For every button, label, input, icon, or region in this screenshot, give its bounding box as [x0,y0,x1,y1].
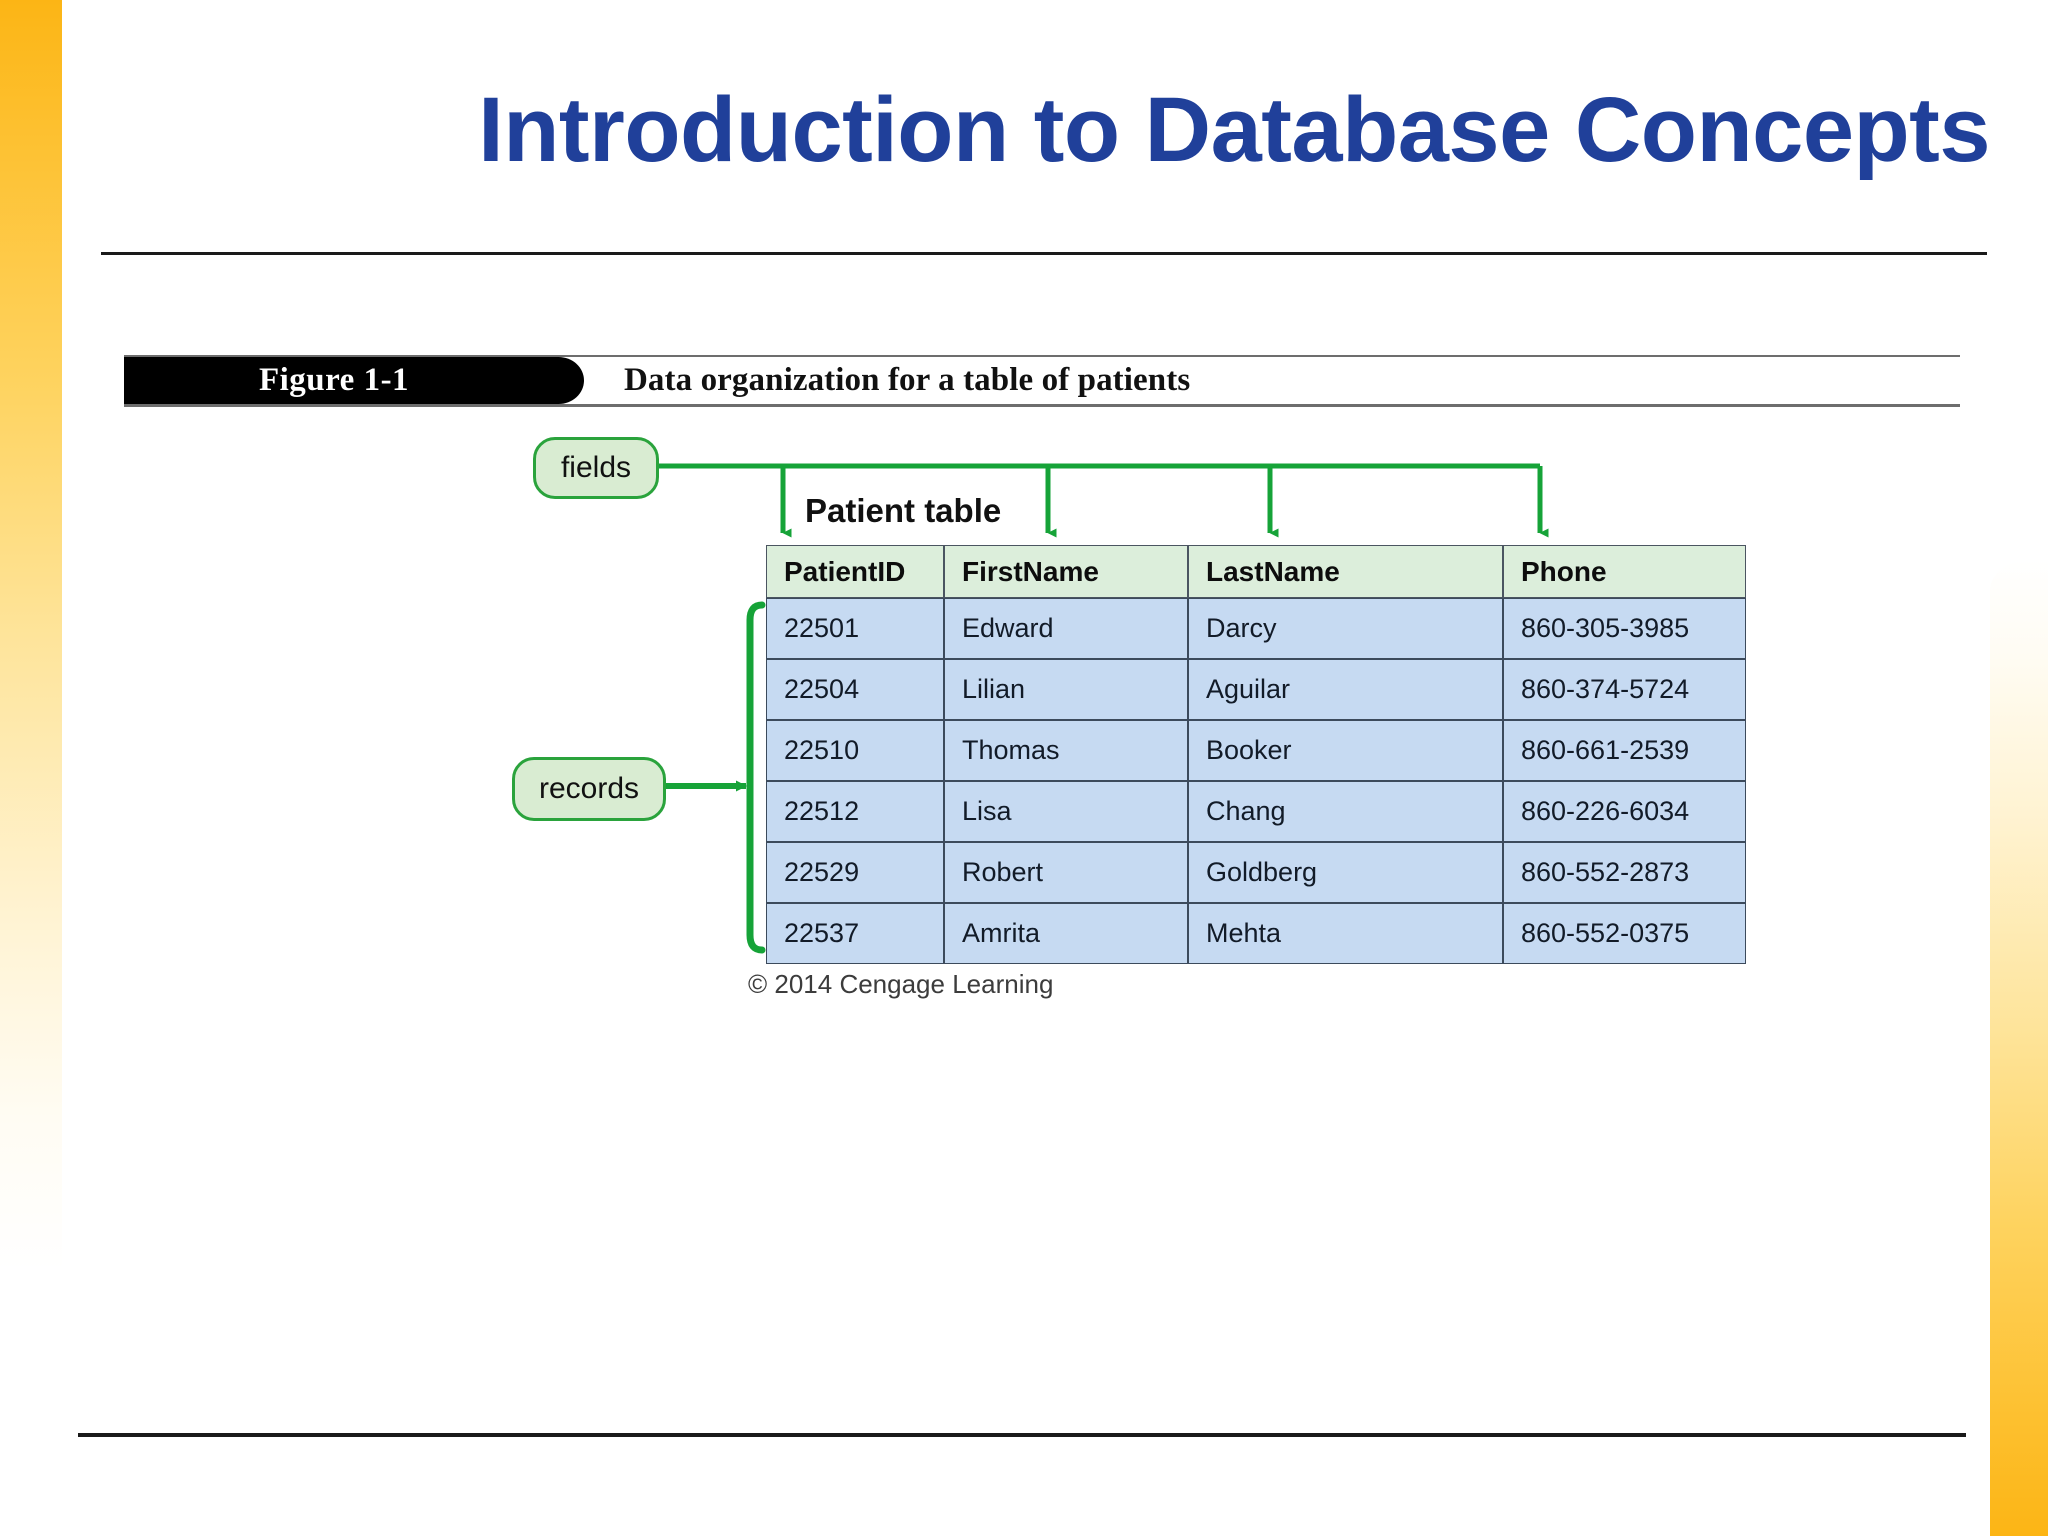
table-row: 22504 Lilian Aguilar 860-374-5724 [766,659,1746,720]
cell-lastname: Chang [1188,781,1503,842]
cell-patientid: 22529 [766,842,944,903]
cell-phone: 860-552-0375 [1503,903,1746,964]
cell-firstname: Lilian [944,659,1188,720]
patient-table: PatientID FirstName LastName Phone 22501… [766,545,1746,964]
cell-phone: 860-305-3985 [1503,598,1746,659]
title-divider [101,252,1987,255]
figure-banner-bottom-rule [124,404,1960,407]
table-row: 22537 Amrita Mehta 860-552-0375 [766,903,1746,964]
column-header-lastname: LastName [1188,545,1503,598]
right-accent-band [1990,560,2048,1536]
cell-patientid: 22510 [766,720,944,781]
cell-firstname: Thomas [944,720,1188,781]
figure-banner-top-rule [124,355,1960,357]
figure-banner: Figure 1-1 Data organization for a table… [124,355,1960,407]
column-header-patientid: PatientID [766,545,944,598]
cell-phone: 860-552-2873 [1503,842,1746,903]
cell-lastname: Aguilar [1188,659,1503,720]
patient-table-head: PatientID FirstName LastName Phone [766,545,1746,598]
page-title: Introduction to Database Concepts [478,79,1990,181]
column-header-phone: Phone [1503,545,1746,598]
cell-lastname: Darcy [1188,598,1503,659]
cell-patientid: 22512 [766,781,944,842]
cell-firstname: Edward [944,598,1188,659]
footer-divider [78,1433,1966,1437]
callout-records: records [512,757,666,821]
figure-number-badge: Figure 1-1 [124,357,584,404]
cell-patientid: 22537 [766,903,944,964]
cell-phone: 860-226-6034 [1503,781,1746,842]
table-row: 22529 Robert Goldberg 860-552-2873 [766,842,1746,903]
cell-phone: 860-661-2539 [1503,720,1746,781]
cell-lastname: Booker [1188,720,1503,781]
cell-patientid: 22501 [766,598,944,659]
table-row: 22501 Edward Darcy 860-305-3985 [766,598,1746,659]
patient-table-body: 22501 Edward Darcy 860-305-3985 22504 Li… [766,598,1746,964]
patient-table-label: Patient table [805,492,1002,529]
cell-firstname: Lisa [944,781,1188,842]
callout-fields: fields [533,437,659,499]
copyright-notice: © 2014 Cengage Learning [748,969,1054,999]
column-header-firstname: FirstName [944,545,1188,598]
table-row: 22510 Thomas Booker 860-661-2539 [766,720,1746,781]
cell-lastname: Goldberg [1188,842,1503,903]
cell-firstname: Robert [944,842,1188,903]
cell-phone: 860-374-5724 [1503,659,1746,720]
cell-firstname: Amrita [944,903,1188,964]
table-header-row: PatientID FirstName LastName Phone [766,545,1746,598]
left-accent-band [0,0,62,1270]
table-row: 22512 Lisa Chang 860-226-6034 [766,781,1746,842]
cell-patientid: 22504 [766,659,944,720]
figure-caption: Data organization for a table of patient… [624,362,1191,398]
cell-lastname: Mehta [1188,903,1503,964]
